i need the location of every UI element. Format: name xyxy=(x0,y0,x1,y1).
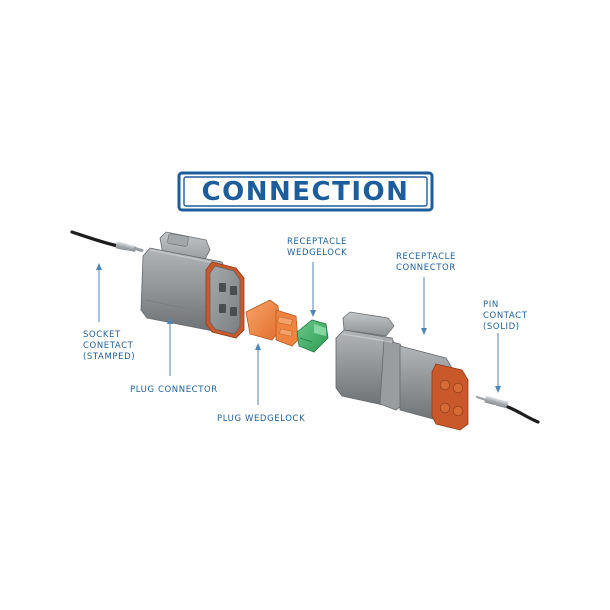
title-banner: CONNECTION xyxy=(177,171,434,212)
pointer-socket-contact xyxy=(96,263,102,322)
label-plug-wedgelock-line-1: PLUG WEDGELOCK xyxy=(217,414,305,424)
pointer-receptacle-connector xyxy=(421,277,427,335)
label-plug-connector-line-1: PLUG CONNECTOR xyxy=(130,385,218,395)
label-receptacle-connector-line-2: CONNECTOR xyxy=(396,263,456,273)
plug-wedgelock-icon xyxy=(245,299,299,347)
label-pin-contact: PIN CONTACT (SOLID) xyxy=(483,300,528,332)
label-plug-connector: PLUG CONNECTOR xyxy=(130,385,218,395)
title-banner-inner-frame xyxy=(183,176,428,207)
label-receptacle-wedgelock-line-1: RECEPTACLE xyxy=(287,237,347,247)
pointer-receptacle-wedgelock xyxy=(310,262,316,317)
label-receptacle-connector-line-1: RECEPTACLE xyxy=(396,252,456,262)
label-socket-contact-line-3: (STAMPED) xyxy=(83,352,135,362)
label-receptacle-wedgelock-line-2: WEDGELOCK xyxy=(287,248,347,258)
receptacle-wedgelock-icon xyxy=(296,319,329,353)
label-pin-contact-line-2: CONTACT xyxy=(483,311,528,321)
socket-contact-wire-icon xyxy=(70,230,144,252)
label-socket-contact: SOCKET CONETACT (STAMPED) xyxy=(83,330,135,362)
receptacle-connector-icon xyxy=(335,311,469,431)
label-pin-contact-line-3: (SOLID) xyxy=(483,322,520,332)
label-pin-contact-line-1: PIN xyxy=(483,300,499,310)
label-receptacle-wedgelock: RECEPTACLE WEDGELOCK xyxy=(287,237,347,258)
plug-connector-icon xyxy=(140,231,245,339)
label-receptacle-connector: RECEPTACLE CONNECTOR xyxy=(396,252,456,273)
diagram-title: CONNECTION xyxy=(202,177,410,207)
pin-contact-wire-icon xyxy=(476,395,540,424)
pointer-pin-contact xyxy=(495,333,501,393)
label-socket-contact-line-2: CONETACT xyxy=(83,341,134,351)
label-socket-contact-line-1: SOCKET xyxy=(83,330,121,340)
label-plug-wedgelock: PLUG WEDGELOCK xyxy=(217,414,305,424)
pointer-plug-connector xyxy=(167,317,173,376)
pointer-plug-wedgelock xyxy=(255,343,261,405)
